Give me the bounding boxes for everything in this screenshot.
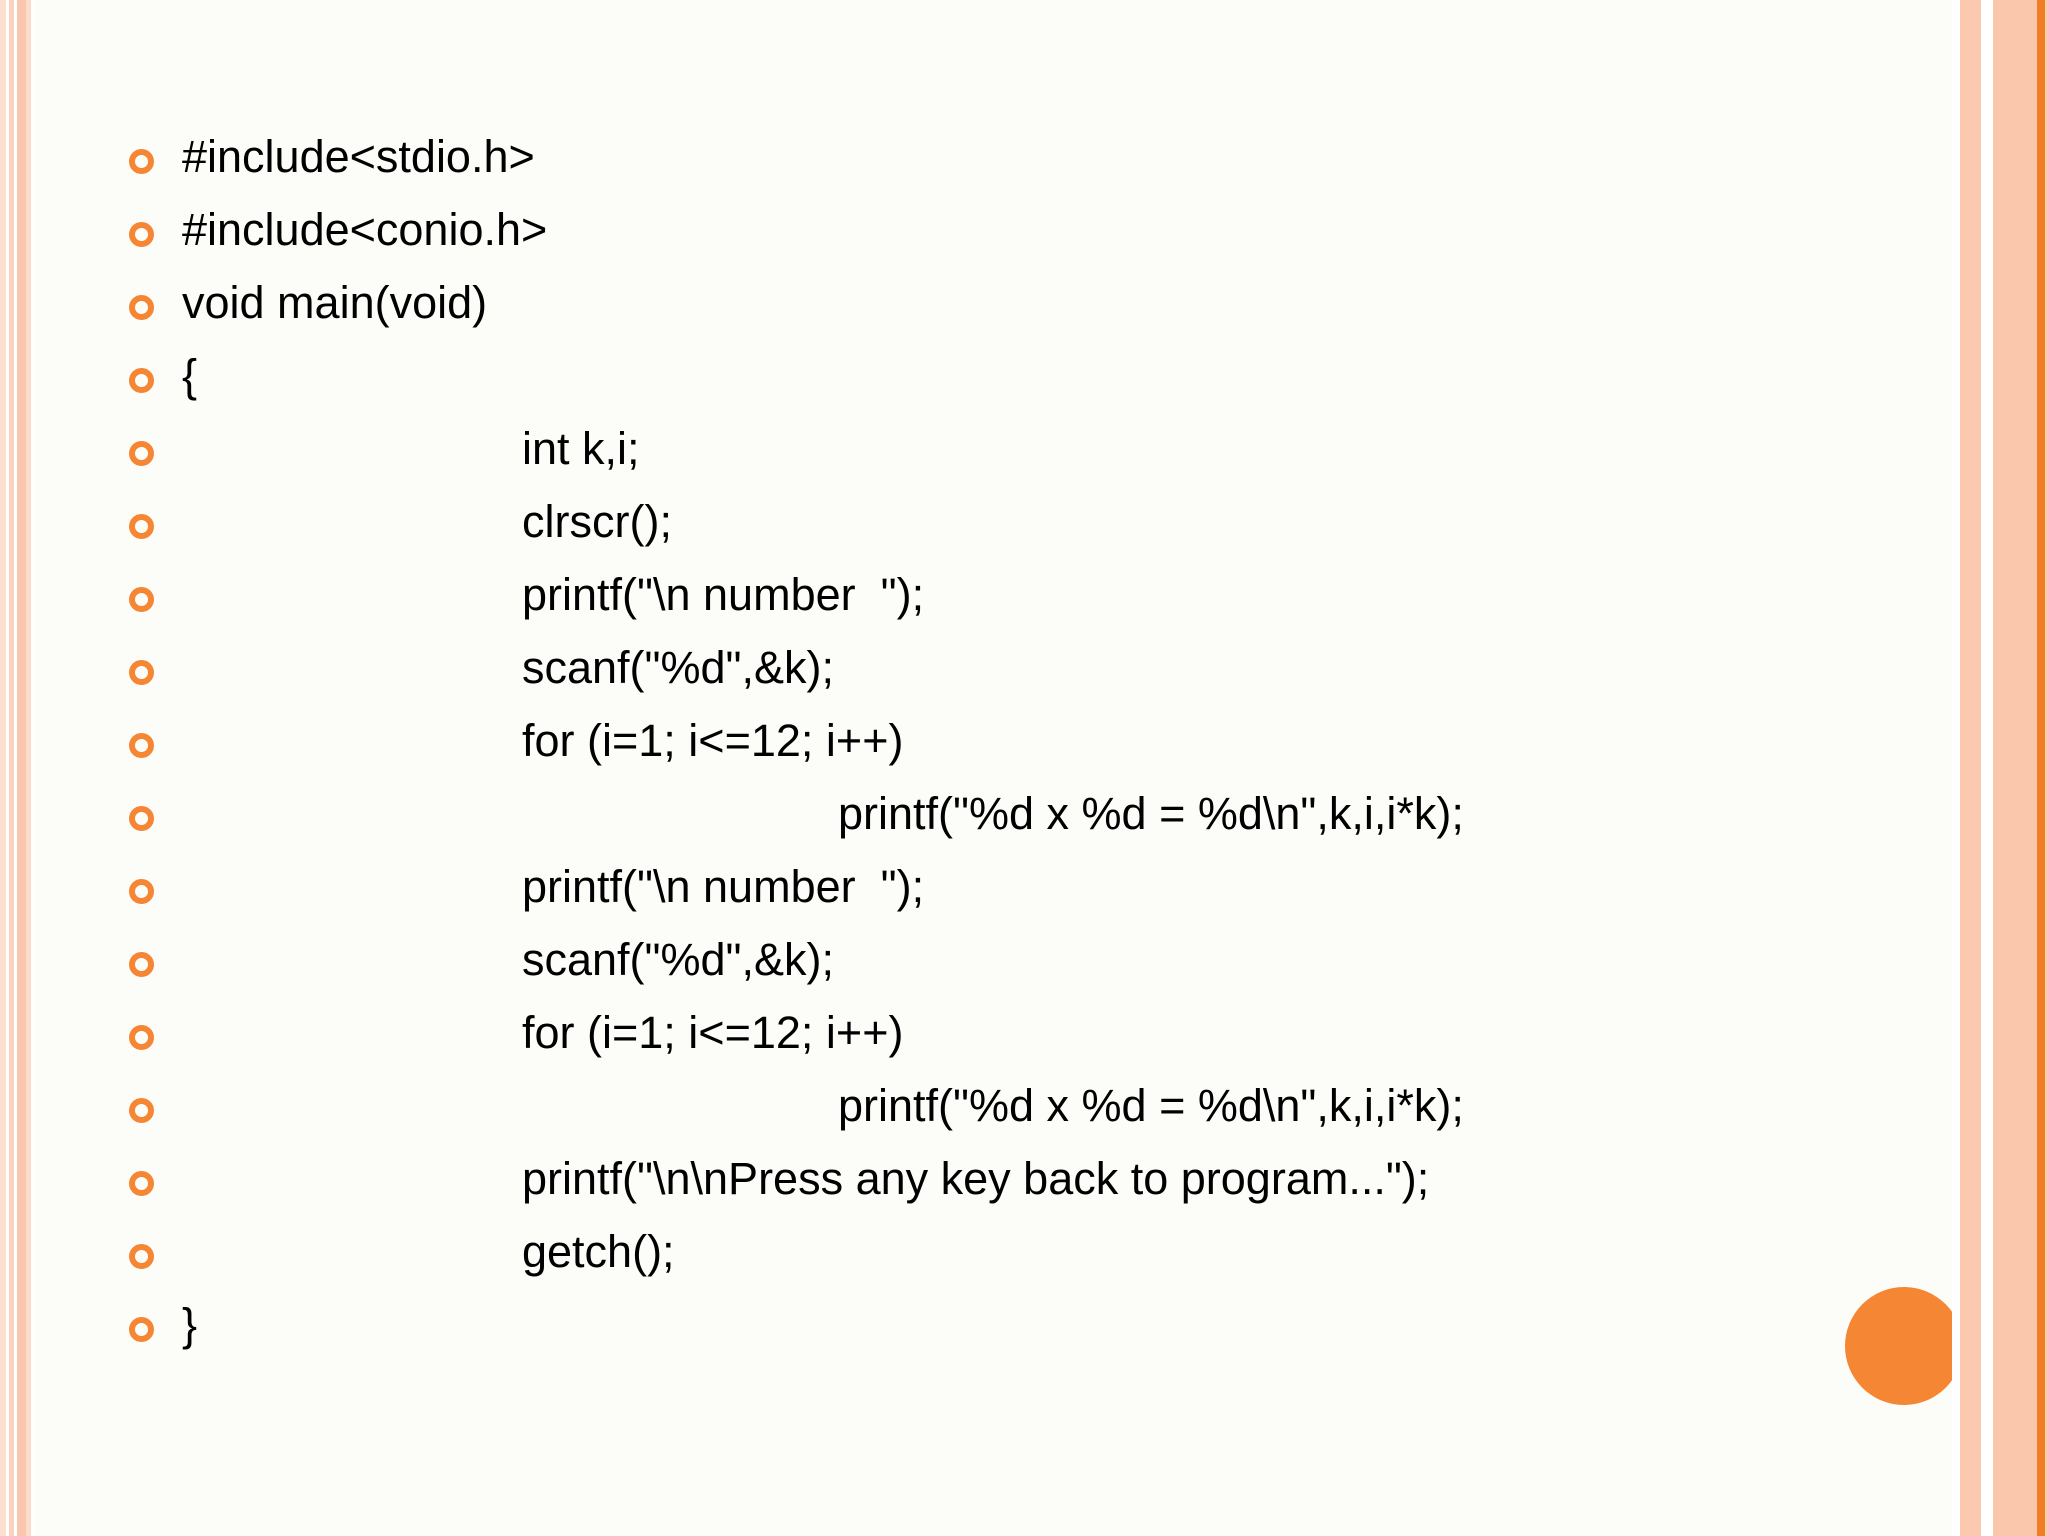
code-line-text: { xyxy=(182,350,198,401)
right-stripe-3 xyxy=(2037,0,2045,1536)
code-line: printf("\n number "); xyxy=(110,850,1810,923)
code-line-text: printf("\n\nPress any key back to progra… xyxy=(522,1153,1430,1204)
code-line: for (i=1; i<=12; i++) xyxy=(110,996,1810,1069)
bullet-ring-icon xyxy=(129,222,154,247)
bullet-ring-icon xyxy=(129,1317,154,1342)
code-line-text: #include<conio.h> xyxy=(182,204,548,255)
bullet-ring-icon xyxy=(129,1098,154,1123)
code-line-text: printf("\n number "); xyxy=(522,861,925,912)
bullet-ring-icon xyxy=(129,1171,154,1196)
bullet-ring-icon xyxy=(129,879,154,904)
bullet-ring-icon xyxy=(129,441,154,466)
code-bullet-list: #include<stdio.h> #include<conio.h> void m… xyxy=(110,120,1810,1361)
code-line-text: int k,i; xyxy=(522,423,640,474)
bullet-ring-icon xyxy=(129,368,154,393)
code-line-text: printf("\n number "); xyxy=(522,569,925,620)
code-line: printf("\n number "); xyxy=(110,558,1810,631)
left-stripe-4 xyxy=(26,0,31,1536)
bullet-ring-icon xyxy=(129,1025,154,1050)
bullet-ring-icon xyxy=(129,806,154,831)
bullet-ring-icon xyxy=(129,952,154,977)
bullet-ring-icon xyxy=(129,1244,154,1269)
code-line: int k,i; xyxy=(110,412,1810,485)
code-line: for (i=1; i<=12; i++) xyxy=(110,704,1810,777)
code-line: void main(void) xyxy=(110,266,1810,339)
left-stripe-3 xyxy=(17,0,26,1536)
code-line-text: printf("%d x %d = %d\n",k,i,i*k); xyxy=(838,1080,1464,1131)
code-line: printf("%d x %d = %d\n",k,i,i*k); xyxy=(110,777,1810,850)
code-line: printf("%d x %d = %d\n",k,i,i*k); xyxy=(110,1069,1810,1142)
bullet-ring-icon xyxy=(129,587,154,612)
code-line: scanf("%d",&k); xyxy=(110,923,1810,996)
code-line: #include<stdio.h> xyxy=(110,120,1810,193)
bullet-ring-icon xyxy=(129,733,154,758)
code-line-text: for (i=1; i<=12; i++) xyxy=(522,715,904,766)
right-stripe-1 xyxy=(1960,0,1981,1536)
right-stripe-border xyxy=(1952,0,2048,1536)
right-stripe-4 xyxy=(2045,0,2048,1536)
code-line-text: scanf("%d",&k); xyxy=(522,934,835,985)
right-stripe-2 xyxy=(1993,0,2037,1536)
code-line-text: } xyxy=(182,1299,198,1350)
code-line: scanf("%d",&k); xyxy=(110,631,1810,704)
code-line: } xyxy=(110,1288,1810,1361)
bullet-ring-icon xyxy=(129,514,154,539)
code-line: #include<conio.h> xyxy=(110,193,1810,266)
bullet-ring-icon xyxy=(129,295,154,320)
code-line: clrscr(); xyxy=(110,485,1810,558)
left-stripe-border xyxy=(0,0,34,1536)
left-stripe-2 xyxy=(9,0,14,1536)
left-stripe-1 xyxy=(0,0,6,1536)
code-line: getch(); xyxy=(110,1215,1810,1288)
bullet-ring-icon xyxy=(129,660,154,685)
orange-circle-decoration xyxy=(1845,1287,1963,1405)
code-line-text: #include<stdio.h> xyxy=(182,131,535,182)
code-line-text: getch(); xyxy=(522,1226,675,1277)
code-line-text: scanf("%d",&k); xyxy=(522,642,835,693)
code-line-text: printf("%d x %d = %d\n",k,i,i*k); xyxy=(838,788,1464,839)
code-line: printf("\n\nPress any key back to progra… xyxy=(110,1142,1810,1215)
code-line-text: clrscr(); xyxy=(522,496,672,547)
code-line-text: for (i=1; i<=12; i++) xyxy=(522,1007,904,1058)
code-line: { xyxy=(110,339,1810,412)
code-line-text: void main(void) xyxy=(182,277,488,328)
bullet-ring-icon xyxy=(129,149,154,174)
